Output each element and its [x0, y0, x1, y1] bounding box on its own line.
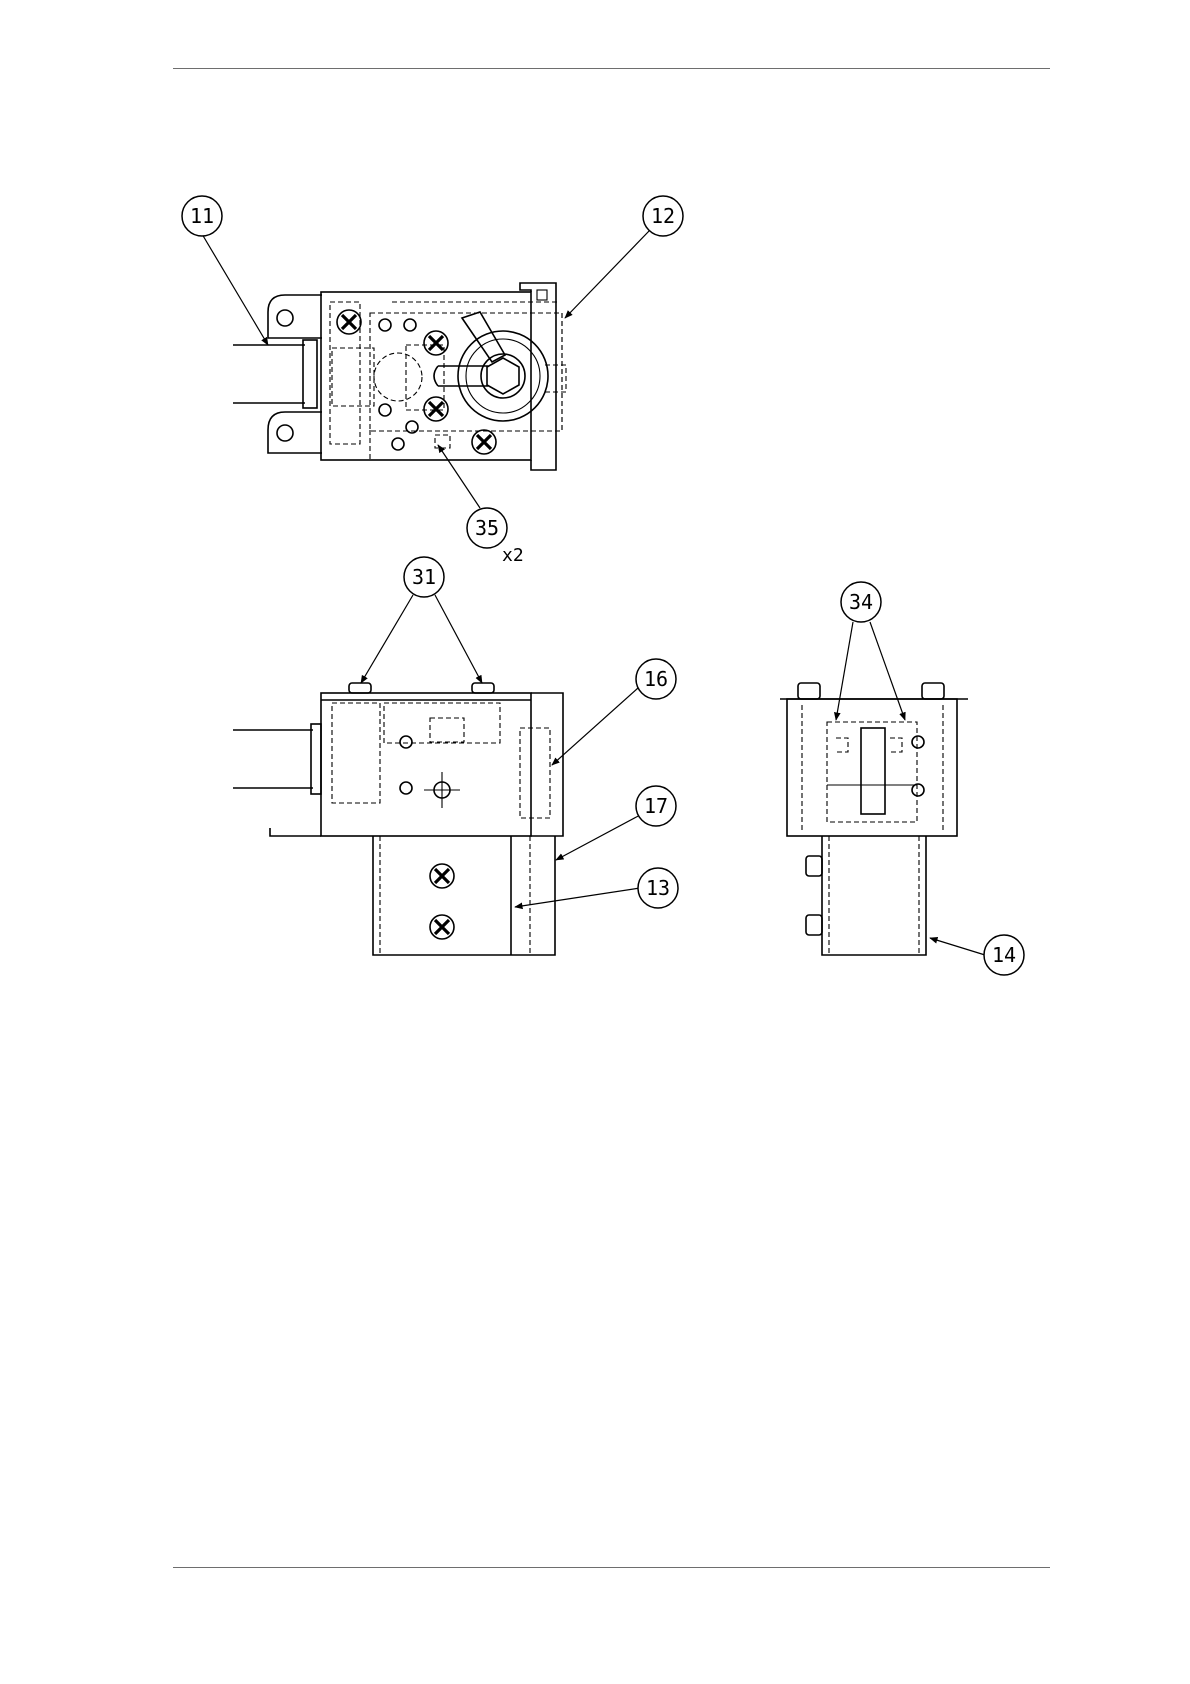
svg-text:16: 16 [644, 667, 668, 691]
callout-11: 11 [182, 196, 222, 236]
front-view [233, 683, 563, 955]
svg-text:31: 31 [412, 565, 436, 589]
callout-34: 34 [841, 582, 881, 622]
callout-14: 14 [984, 935, 1024, 975]
svg-text:14: 14 [992, 943, 1016, 967]
svg-text:13: 13 [646, 876, 670, 900]
callout-35: 35 x2 [467, 508, 524, 566]
callout-13: 13 [638, 868, 678, 908]
callout-31: 31 [404, 557, 444, 597]
top-view [233, 283, 566, 470]
svg-text:11: 11 [190, 204, 214, 228]
callout-35-quantity: x2 [502, 545, 524, 566]
side-view [780, 683, 968, 955]
svg-text:34: 34 [849, 590, 873, 614]
svg-text:12: 12 [651, 204, 675, 228]
callout-16: 16 [636, 659, 676, 699]
callout-17: 17 [636, 786, 676, 826]
svg-text:35: 35 [475, 516, 499, 540]
callout-12: 12 [643, 196, 683, 236]
svg-text:17: 17 [644, 794, 668, 818]
